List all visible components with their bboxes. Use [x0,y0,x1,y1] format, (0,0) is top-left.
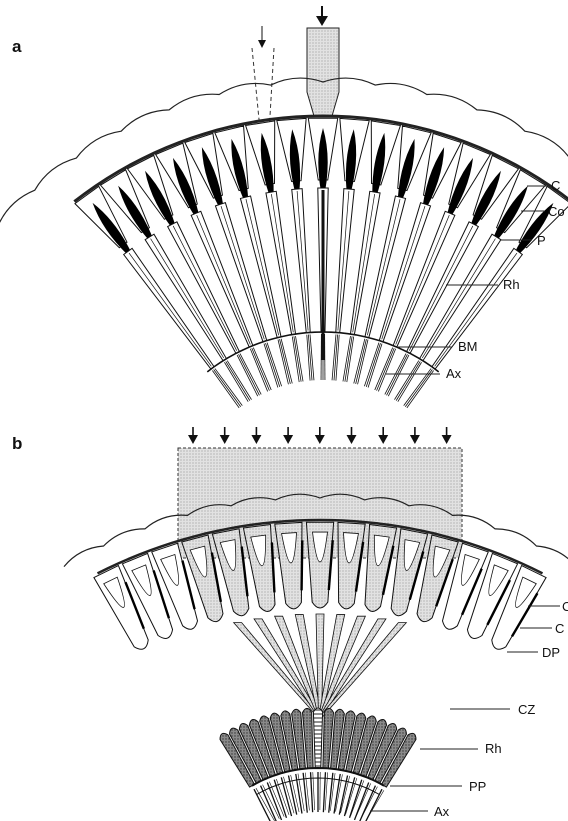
label-b-cz: CZ [518,702,535,717]
label-a-co: Co [548,204,565,219]
axon [250,349,267,392]
axon [294,336,301,381]
label-b-rh: Rh [485,741,502,756]
axon [280,339,291,384]
label-b-c-1: C [562,599,568,614]
axon [388,355,409,396]
panel-b-letter: b [12,434,22,453]
rhabdom [336,189,354,333]
axon [366,343,380,387]
axon [347,337,354,382]
axon [378,349,395,392]
panel-a-ommatidia [75,118,568,408]
panel-b: b C C DP CZ Rh PP Ax [12,427,568,821]
light-arrow [220,427,230,444]
axon [267,343,282,387]
axon [224,362,248,401]
panel-b-converging-rays [234,614,407,718]
dioptric-unit [338,522,365,609]
axon [239,354,260,395]
label-b-pp: PP [469,779,486,794]
axon [364,343,379,387]
light-arrow [410,427,420,444]
dioptric-unit [306,522,333,608]
axon [237,355,258,396]
panel-a: a C Co P Rh BM [0,6,568,408]
dioptric-unit [275,522,302,609]
axon [345,336,352,381]
axon [332,334,336,380]
axon [292,337,299,382]
distal-pigment [302,540,303,590]
axon [398,362,422,401]
axon [310,334,314,380]
label-b-ax: Ax [434,804,450,819]
axon [356,339,367,384]
panel-b-retina [220,708,416,821]
axon [377,348,395,390]
label-a-c: C [551,178,560,193]
ommatidium [75,186,242,408]
dioptric-unit [243,525,275,612]
axon [334,335,338,381]
axon [266,343,280,387]
axon [307,335,310,381]
label-a-bm: BM [458,339,478,354]
axon [215,369,242,406]
axon [308,335,312,381]
light-arrow [283,427,293,444]
axon [336,335,339,381]
light-arrow [188,427,198,444]
light-arrow [347,427,357,444]
light-arrow [378,427,388,444]
light-arrow [442,427,452,444]
light-arrow [251,427,261,444]
axon [240,354,261,395]
focused-ray [319,616,366,718]
focused-ray [275,616,322,718]
axon [252,348,270,390]
label-b-dp: DP [542,645,560,660]
axon [296,336,304,381]
label-b-c-2: C [555,621,564,636]
dioptric-unit [365,525,397,612]
rhabdom [292,189,310,333]
rhabdom [313,708,322,768]
axon [387,354,408,395]
ommatidium [404,186,568,408]
axon [264,344,278,388]
label-a-ax: Ax [446,366,462,381]
label-a-rh: Rh [503,277,520,292]
panel-a-letter: a [12,37,22,56]
light-arrow [315,427,325,444]
label-a-p: P [537,233,546,248]
axon [368,344,382,388]
axon [343,336,351,381]
